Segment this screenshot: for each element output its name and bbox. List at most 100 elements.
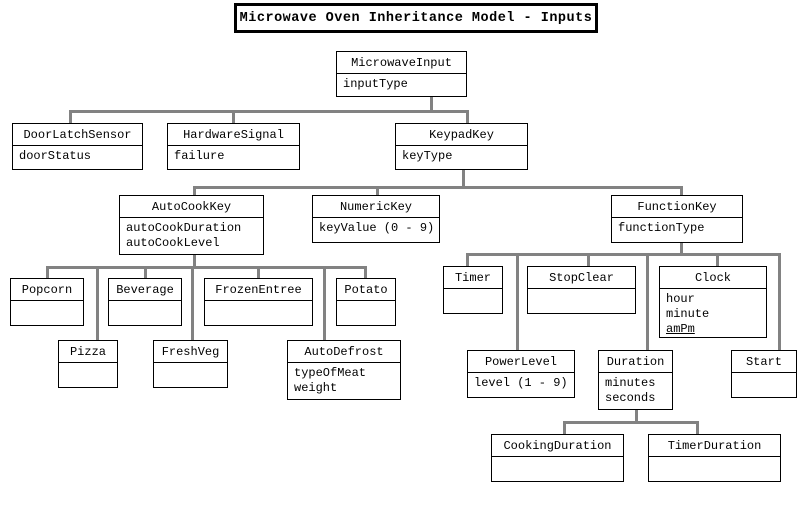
class-attrs	[444, 289, 502, 292]
class-name: Start	[732, 351, 796, 373]
class-box-stop-clear: StopClear	[527, 266, 636, 314]
class-attr: weight	[294, 381, 338, 395]
class-attrs: doorStatus	[13, 146, 142, 164]
class-name: Duration	[599, 351, 672, 373]
class-attrs	[492, 457, 623, 460]
class-name: Beverage	[109, 279, 181, 301]
class-attr: keyType	[402, 149, 453, 163]
class-name: NumericKey	[313, 196, 439, 218]
class-attrs: typeOfMeat weight	[288, 363, 400, 396]
class-attr: seconds	[605, 391, 656, 405]
connector-line	[587, 253, 590, 267]
connector-line	[430, 97, 433, 113]
class-attr: level (1 - 9)	[474, 376, 568, 390]
connector-line	[193, 186, 196, 196]
connector-line	[69, 110, 72, 124]
class-box-numeric-key: NumericKey keyValue (0 - 9)	[312, 195, 440, 243]
class-attr: functionType	[618, 221, 705, 235]
class-box-start: Start	[731, 350, 797, 398]
class-box-auto-cook-key: AutoCookKey autoCookDuration autoCookLev…	[119, 195, 264, 255]
connector-line	[257, 266, 260, 279]
connector-line	[563, 421, 699, 424]
class-attr: typeOfMeat	[294, 366, 367, 380]
class-attr: failure	[174, 149, 225, 163]
diagram-title: Microwave Oven Inheritance Model - Input…	[239, 10, 593, 26]
class-box-duration: Duration minutes seconds	[598, 350, 673, 410]
class-box-auto-defrost: AutoDefrost typeOfMeat weight	[287, 340, 401, 400]
class-name: Timer	[444, 267, 502, 289]
class-attr: autoCookLevel	[126, 236, 220, 250]
class-attr: inputType	[343, 77, 408, 91]
class-attrs: minutes seconds	[599, 373, 672, 406]
connector-line	[680, 186, 683, 196]
connector-line	[462, 169, 465, 187]
connector-line	[144, 266, 147, 279]
class-attr: autoCookDuration	[126, 221, 242, 235]
connector-line	[232, 110, 235, 124]
connector-line	[646, 253, 649, 351]
class-attrs	[59, 363, 117, 366]
class-box-clock: Clock hour minute amPm	[659, 266, 767, 338]
class-name: PowerLevel	[468, 351, 574, 373]
class-box-frozen-entree: FrozenEntree	[204, 278, 313, 326]
diagram-title-box: Microwave Oven Inheritance Model - Input…	[234, 3, 598, 33]
connector-line	[716, 253, 719, 267]
class-name: Popcorn	[11, 279, 83, 301]
class-name: FreshVeg	[154, 341, 227, 363]
class-name: HardwareSignal	[168, 124, 299, 146]
connector-line	[193, 254, 196, 268]
class-box-potato: Potato	[336, 278, 396, 326]
class-attrs	[649, 457, 780, 460]
class-name: KeypadKey	[396, 124, 527, 146]
connector-line	[680, 242, 683, 254]
connector-line	[46, 266, 49, 279]
class-box-timer-duration: TimerDuration	[648, 434, 781, 482]
class-attr: minutes	[605, 376, 656, 390]
class-attrs	[154, 363, 227, 366]
connector-line	[696, 421, 699, 434]
connector-line	[516, 253, 519, 351]
connector-line	[563, 421, 566, 434]
class-attr: amPm	[666, 322, 695, 336]
class-attrs	[109, 301, 181, 304]
class-name: DoorLatchSensor	[13, 124, 142, 146]
class-name: AutoCookKey	[120, 196, 263, 218]
class-box-beverage: Beverage	[108, 278, 182, 326]
class-attr: hour	[666, 292, 695, 306]
connector-line	[635, 409, 638, 424]
class-attrs: level (1 - 9)	[468, 373, 574, 391]
class-name: CookingDuration	[492, 435, 623, 457]
class-box-microwave-input: MicrowaveInput inputType	[336, 51, 467, 97]
class-box-fresh-veg: FreshVeg	[153, 340, 228, 388]
class-attrs: functionType	[612, 218, 742, 236]
connector-line	[191, 266, 194, 341]
class-box-door-latch-sensor: DoorLatchSensor doorStatus	[12, 123, 143, 170]
connector-line	[69, 110, 469, 113]
class-name: FrozenEntree	[205, 279, 312, 301]
class-attrs: inputType	[337, 74, 466, 92]
connector-line	[193, 186, 683, 189]
class-name: TimerDuration	[649, 435, 780, 457]
class-attr: keyValue (0 - 9)	[319, 221, 435, 235]
class-name: Pizza	[59, 341, 117, 363]
connector-line	[96, 266, 99, 341]
class-attrs: failure	[168, 146, 299, 164]
connector-line	[364, 266, 367, 279]
class-attrs	[337, 301, 395, 304]
class-attr: minute	[666, 307, 710, 321]
connector-line	[466, 110, 469, 124]
class-attrs: autoCookDuration autoCookLevel	[120, 218, 263, 251]
class-name: AutoDefrost	[288, 341, 400, 363]
connector-line	[466, 253, 781, 256]
class-attrs	[732, 373, 796, 376]
class-attr: doorStatus	[19, 149, 92, 163]
connector-line	[778, 253, 781, 351]
class-attrs	[205, 301, 312, 304]
class-attrs	[528, 289, 635, 292]
class-box-keypad-key: KeypadKey keyType	[395, 123, 528, 170]
class-box-popcorn: Popcorn	[10, 278, 84, 326]
connector-line	[376, 186, 379, 196]
class-box-hardware-signal: HardwareSignal failure	[167, 123, 300, 170]
connector-line	[46, 266, 367, 269]
